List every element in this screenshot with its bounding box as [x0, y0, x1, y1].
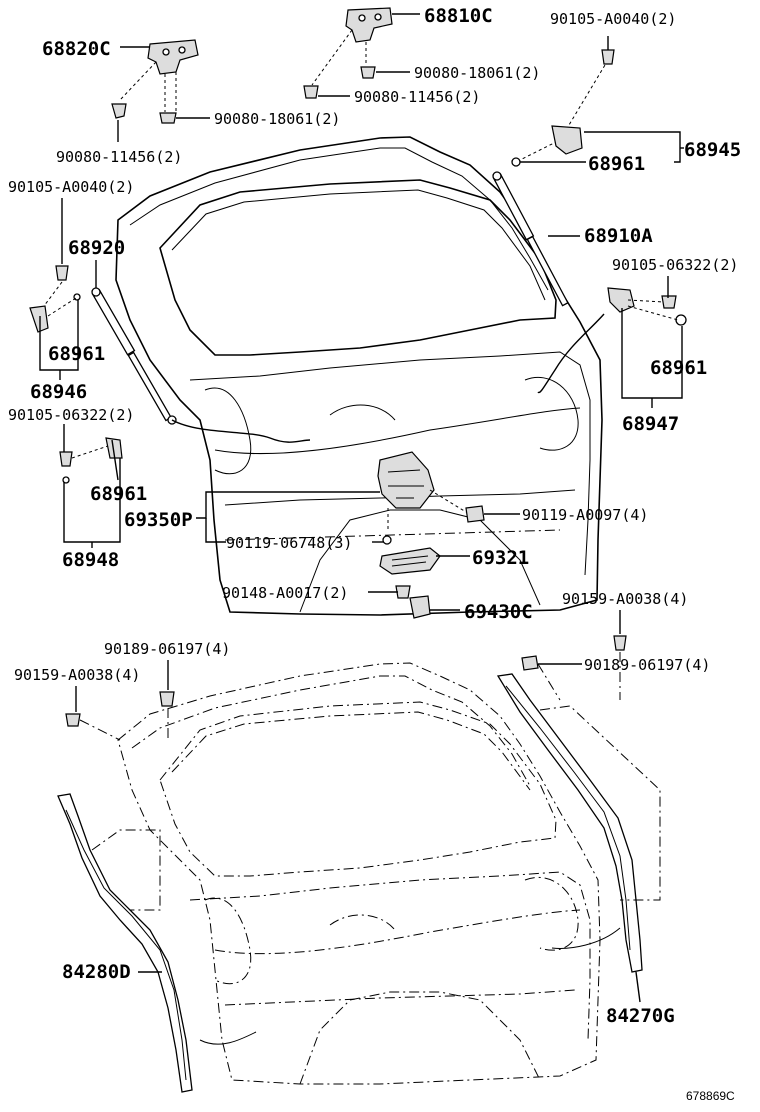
hinge-68820C: [111, 39, 199, 124]
bracket-68946: [29, 265, 81, 333]
label-84270G: 84270G: [606, 1005, 675, 1027]
bracket-68945: [511, 49, 615, 167]
left-stay-68920: [91, 287, 311, 443]
upper-back-door: [115, 136, 603, 616]
bracket-68948: [59, 437, 123, 484]
bracket-68947: [607, 287, 687, 326]
label-68910A: 68910A: [584, 225, 653, 247]
figure-id: 678869C: [686, 1089, 735, 1103]
label-69430C: 69430C: [464, 601, 533, 623]
cover-69321: [379, 547, 441, 575]
label-90105-06322-right: 90105-06322(2): [612, 256, 738, 274]
label-90189-06197-right: 90189-06197(4): [584, 656, 710, 674]
label-68948: 68948: [62, 549, 119, 571]
label-68920: 68920: [68, 237, 125, 259]
label-84280D: 84280D: [62, 961, 131, 983]
label-90119-06748: 90119-06748(3): [226, 534, 352, 552]
lock-assembly-69350P: [377, 451, 485, 545]
label-90105-A0040-top: 90105-A0040(2): [550, 10, 676, 28]
hinge-68810C: [303, 7, 393, 99]
label-68961-a: 68961: [588, 153, 645, 175]
weatherstrip-84280D: [57, 793, 257, 1093]
label-69321: 69321: [472, 547, 529, 569]
label-68947: 68947: [622, 413, 679, 435]
label-68961-c: 68961: [650, 357, 707, 379]
label-90119-A0097: 90119-A0097(4): [522, 506, 648, 524]
label-68961-d: 68961: [90, 483, 147, 505]
label-90148-A0017: 90148-A0017(2): [222, 584, 348, 602]
label-90080-11456-b: 90080-11456(2): [56, 148, 182, 166]
label-68961-b: 68961: [48, 343, 105, 365]
label-69350P: 69350P: [124, 509, 193, 531]
label-68820C: 68820C: [42, 38, 111, 60]
label-68946: 68946: [30, 381, 87, 403]
label-90159-A0038-left: 90159-A0038(4): [14, 666, 140, 684]
label-68810C: 68810C: [424, 5, 493, 27]
callout-labels: 68820C 68810C 90105-A0040(2) 90080-18061…: [8, 5, 741, 1103]
fasteners-lower: [65, 635, 627, 741]
label-90080-18061-a: 90080-18061(2): [414, 64, 540, 82]
leader-lines: [39, 13, 684, 1003]
label-90189-06197-left: 90189-06197(4): [104, 640, 230, 658]
label-90105-A0040-left: 90105-A0040(2): [8, 178, 134, 196]
right-stay-68910A: [492, 171, 605, 394]
switch-69430C: [395, 585, 431, 619]
label-90080-18061-b: 90080-18061(2): [214, 110, 340, 128]
label-90080-11456-a: 90080-11456(2): [354, 88, 480, 106]
label-68945: 68945: [684, 139, 741, 161]
label-90105-06322-left: 90105-06322(2): [8, 406, 134, 424]
label-90159-A0038-right: 90159-A0038(4): [562, 590, 688, 608]
weatherstrip-84270G: [496, 673, 661, 973]
lower-back-door: [117, 662, 601, 1085]
